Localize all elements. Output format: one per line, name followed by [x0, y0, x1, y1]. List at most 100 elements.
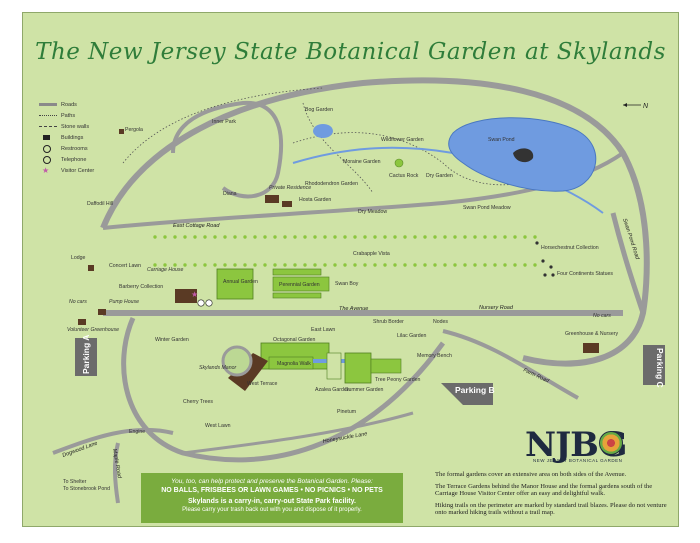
- crabapple-tree-dot: [303, 263, 307, 267]
- perimeter-road: [100, 77, 650, 367]
- crabapple-tree-dot: [203, 235, 207, 239]
- annual-garden: [216, 268, 254, 300]
- crabapple-tree-dot: [483, 263, 487, 267]
- description-paragraph: The Terrace Gardens behind the Manor Hou…: [435, 482, 653, 498]
- perennial-garden-upper: [272, 268, 322, 276]
- telephone-icon[interactable]: [205, 299, 213, 307]
- label-volunteer-greenhouse: Volunteer Greenhouse: [67, 327, 119, 333]
- crabapple-tree-dot: [293, 263, 297, 267]
- crabapple-tree-dot: [163, 263, 167, 267]
- stone-wall-icon: [39, 126, 57, 127]
- crabapple-tree-dot: [383, 263, 387, 267]
- notice-line-1: You, too, can help protect and preserve …: [171, 478, 373, 485]
- label-west-terrace: West Terrace: [247, 381, 277, 387]
- label-swan-pond: Swan Pond: [488, 137, 515, 143]
- legend-row-telephone: Telephone: [39, 154, 129, 165]
- crabapple-tree-dot: [203, 263, 207, 267]
- crabapple-tree-dot: [223, 263, 227, 267]
- crabapple-tree-dot: [403, 235, 407, 239]
- map-legend: Roads Paths Stone walls Buildings Restro…: [39, 99, 129, 176]
- crabapple-tree-dot: [493, 235, 497, 239]
- label-no-cars-east: No cars: [593, 313, 611, 319]
- parking-a-badge[interactable]: Parking A: [75, 335, 97, 376]
- crabapple-tree-dot: [473, 235, 477, 239]
- legend-label: Paths: [61, 112, 76, 119]
- farm-road: [442, 329, 579, 400]
- crabapple-tree-dot: [243, 263, 247, 267]
- parking-c-label: Parking C: [655, 348, 665, 388]
- crabapple-tree-dot: [503, 263, 507, 267]
- crabapple-tree-dot: [253, 263, 257, 267]
- label-lilac-garden: Lilac Garden: [397, 333, 427, 339]
- buildings: [78, 129, 599, 391]
- label-cherry-trees: Cherry Trees: [183, 399, 213, 405]
- label-carriage-house: Carriage House: [147, 267, 183, 273]
- crabapple-tree-dot: [383, 235, 387, 239]
- crabapple-tree-dot: [413, 263, 417, 267]
- label-skylands-manor: Skylands Manor: [199, 365, 236, 371]
- map-labels: Pergola Inner Park Bog Garden Swan Pond …: [62, 107, 641, 492]
- notice-line-2: NO BALLS, FRISBEES OR LAWN GAMES • NO PI…: [161, 487, 383, 494]
- crabapple-tree-dot: [313, 235, 317, 239]
- label-winter-garden: Winter Garden: [155, 337, 189, 343]
- visitor-center-icon[interactable]: ★: [191, 290, 198, 299]
- restroom-icon[interactable]: [197, 299, 205, 307]
- crabapple-tree-dot: [533, 235, 537, 239]
- label-the-avenue: The Avenue: [339, 306, 368, 312]
- crabapple-tree-dot: [173, 263, 177, 267]
- crabapple-tree-dot: [243, 235, 247, 239]
- dogwood-lane: [52, 427, 174, 455]
- parking-c-badge[interactable]: Parking C: [643, 345, 665, 388]
- crabapple-tree-dot: [213, 263, 217, 267]
- label-dry-garden: Dry Garden: [426, 173, 453, 179]
- notice-line-4: Please carry your trash back out with yo…: [182, 507, 362, 513]
- crabapple-tree-dot: [263, 235, 267, 239]
- crabapple-tree-dot: [333, 263, 337, 267]
- manor-lawn-circle: [221, 345, 253, 377]
- walking-path-north: [122, 87, 324, 164]
- legend-label: Telephone: [61, 156, 87, 163]
- label-no-cars-west: No cars: [69, 299, 87, 305]
- azalea-garden-block: [326, 352, 342, 380]
- rules-notice: You, too, can help protect and preserve …: [141, 473, 403, 523]
- crabapple-tree-dot: [353, 235, 357, 239]
- label-shrub-border: Shrub Border: [373, 319, 404, 325]
- maple-road: [113, 442, 120, 504]
- label-east-cottage-road: East Cottage Road: [173, 223, 220, 229]
- crabapple-tree-dot: [363, 235, 367, 239]
- crabapple-tree-dot: [413, 235, 417, 239]
- parking-b-badge[interactable]: Parking B: [441, 383, 495, 405]
- building-icon: [43, 135, 50, 140]
- label-azalea-garden: Azalea Garden: [315, 387, 350, 393]
- crabapple-tree-dot: [343, 263, 347, 267]
- crabapple-tree-dot: [453, 235, 457, 239]
- crabapple-rows: [153, 235, 537, 267]
- crabapple-tree-dot: [273, 263, 277, 267]
- legend-label: Visitor Center: [61, 167, 95, 174]
- crabapple-tree-dot: [503, 235, 507, 239]
- crabapple-tree-dot: [463, 263, 467, 267]
- label-engine: Engine: [129, 429, 145, 435]
- legend-label: Stone walls: [61, 123, 90, 130]
- label-concert-lawn: Concert Lawn: [109, 263, 141, 269]
- label-barberry: Barberry Collection: [119, 284, 163, 290]
- four-continents-dots: [535, 241, 555, 277]
- label-nursery-road: Nursery Road: [479, 305, 514, 311]
- crabapple-tree-dot: [323, 263, 327, 267]
- legend-label: Buildings: [61, 134, 84, 141]
- legend-label: Restrooms: [61, 145, 88, 152]
- garden-description: The formal gardens cover an extensive ar…: [435, 471, 675, 521]
- crabapple-tree-dot: [333, 235, 337, 239]
- road-line-icon: [39, 103, 57, 106]
- crabapple-tree-dot: [303, 235, 307, 239]
- label-maple-road: Maple Road: [111, 448, 122, 479]
- legend-row-visitor-center: ★ Visitor Center: [39, 165, 129, 176]
- crabapple-tree-dot: [363, 263, 367, 267]
- summer-garden-block: [344, 352, 372, 384]
- logo-subtitle: NEW JERSEY BOTANICAL GARDEN: [533, 458, 623, 463]
- description-paragraph: Hiking trails on the perimeter are marke…: [435, 501, 667, 517]
- description-paragraph: The formal gardens cover an extensive ar…: [435, 471, 627, 478]
- label-swan-pond-meadow: Swan Pond Meadow: [463, 205, 511, 211]
- star-icon: ★: [42, 166, 50, 175]
- label-perennial-garden: Perennial Garden: [279, 282, 320, 288]
